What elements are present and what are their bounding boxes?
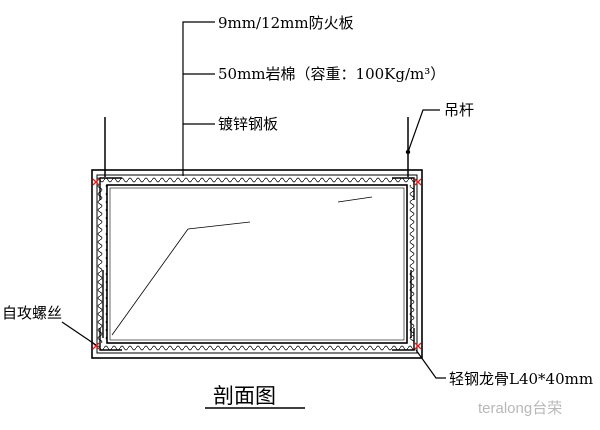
light-steel-keels (99, 177, 415, 351)
section-title: 剖面图 (213, 384, 276, 408)
label-fireproof-board: 9mm/12mm防火板 (218, 14, 354, 32)
duct-section (91, 169, 423, 359)
leader-lines (61, 21, 446, 409)
inner-board-outline (96, 174, 418, 354)
rock-wool-right (407, 185, 417, 343)
screw-top-left (92, 178, 100, 186)
keel-top-left (99, 177, 122, 200)
outer-boundary (91, 169, 423, 359)
leader-keel (415, 349, 446, 379)
screw-bottom-right (414, 342, 422, 350)
leader-layers (182, 21, 215, 176)
leader-hanger-rod (407, 109, 440, 153)
watermark: teralong台荣 (478, 400, 562, 417)
keel-top-right (392, 177, 415, 200)
keel-bottom-right (392, 328, 415, 351)
label-self-tapping-screw: 自攻螺丝 (2, 304, 62, 322)
label-galvanized-sheet: 镀锌钢板 (218, 115, 278, 133)
rock-wool-bottom (97, 343, 417, 353)
inner-boundary (106, 184, 408, 344)
interior-sketch-lines (111, 196, 373, 336)
keel-bottom-left (99, 328, 122, 351)
leader-screw (61, 321, 97, 346)
label-light-steel-keel: 轻钢龙骨L40*40mm (449, 370, 593, 388)
label-rock-wool: 50mm岩棉（容重：100Kg/m³） (218, 65, 445, 83)
label-hanger-rod: 吊杆 (444, 101, 474, 119)
labels: 9mm/12mm防火板 50mm岩棉（容重：100Kg/m³） 镀锌钢板 吊杆 … (2, 14, 593, 417)
galvanized-sheet-line (109, 187, 405, 341)
rock-wool-left (97, 185, 107, 343)
screw-top-right (414, 178, 422, 186)
rock-wool-top (97, 175, 417, 185)
self-tapping-screws (92, 178, 422, 350)
